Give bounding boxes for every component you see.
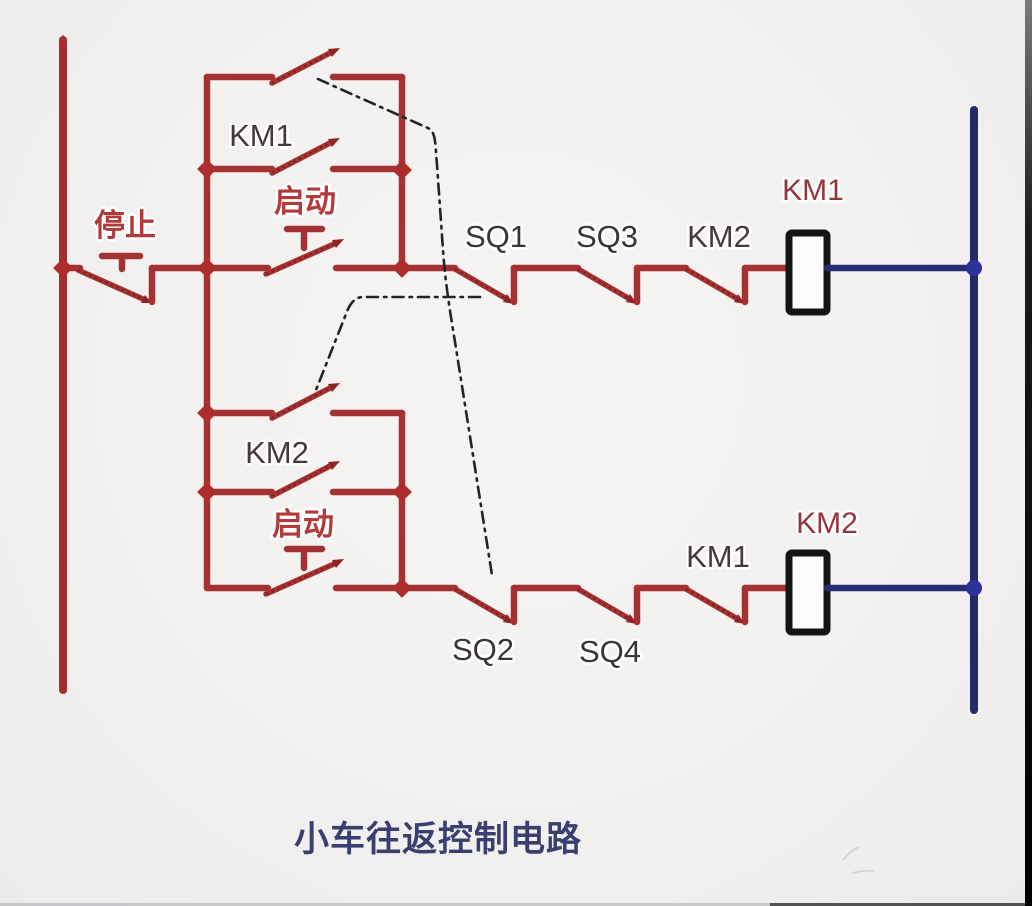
start-button-bottom [263,545,344,597]
sq1-no-linked-switch [269,383,340,421]
junction-dots-blue [966,260,982,596]
label-km2-coil: KM2 [796,507,858,540]
label-stop-button: 停止 [94,208,156,243]
km1-aux-contact [269,138,340,176]
km2-aux-contact [269,461,340,499]
label-start-button-top: 启动 [274,184,336,219]
km2-coil [785,549,978,636]
diagram-title: 小车往返控制电路 [294,820,582,859]
label-km2-aux-contact: KM2 [245,435,309,470]
label-km1-nc-contact: KM1 [686,539,750,574]
label-km2-nc-contact: KM2 [687,219,751,254]
label-sq4-contact: SQ4 [579,634,641,669]
label-sq3-contact: SQ3 [576,219,638,254]
km1-coil [785,229,978,316]
label-km1-coil: KM1 [782,174,844,207]
linkage-sq1-to-lower-switch [314,295,482,392]
left-power-rail [59,34,67,694]
km1-nc-interlock-contact [683,584,749,626]
linkage-top-switch-to-sq2 [316,77,494,577]
sq3-nc-contact [575,264,641,306]
sq2-no-linked-switch [269,48,340,86]
label-start-button-bottom: 启动 [272,507,334,542]
sq1-nc-contact [452,264,518,306]
label-km1-aux-contact: KM1 [229,118,293,153]
start-button-top [263,225,344,277]
sq4-nc-contact [575,584,641,626]
stop-button [59,252,211,306]
km2-nc-interlock-contact [683,264,749,306]
label-sq1-contact: SQ1 [465,219,527,254]
sq2-nc-contact [452,584,518,626]
label-sq2-contact: SQ2 [452,632,514,667]
